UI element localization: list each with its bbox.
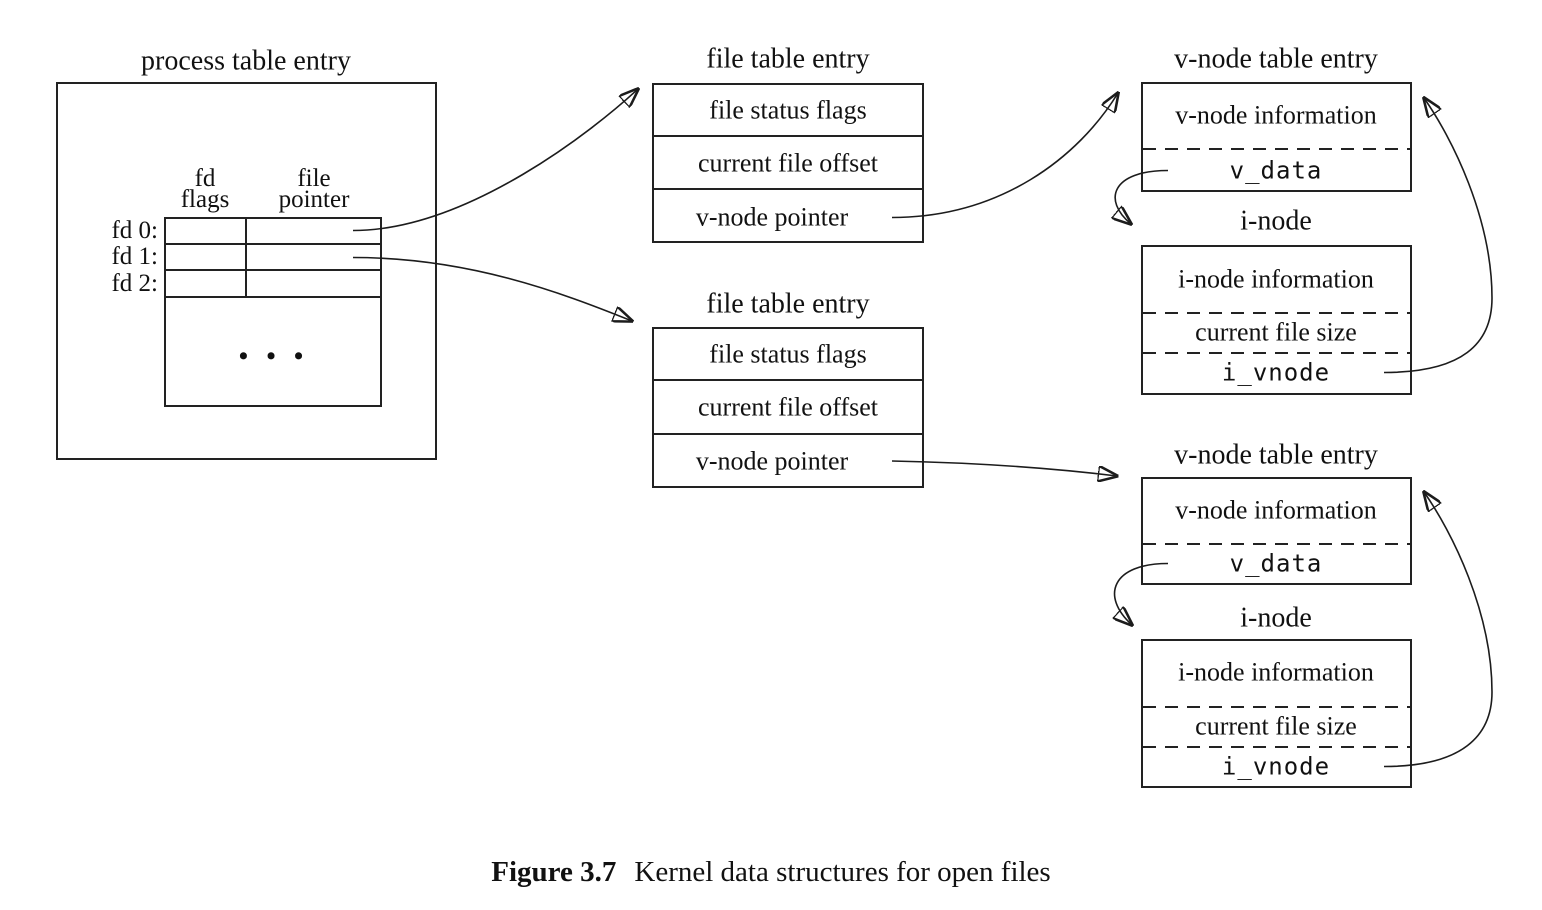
file-table-2-divider [652,433,924,435]
arrow-vnode-pointer-1-to-vnode-table-1 [891,93,1118,219]
vnode-table-1-dashed-divider [1143,148,1410,150]
inode-2-title: i-node [1240,602,1312,634]
inode-1-size: current file size [1195,317,1357,347]
file-table-1-divider [652,135,924,137]
file-table-1-row-status: file status flags [709,95,867,125]
fd-row-divider [164,296,382,298]
fd-table [164,217,382,407]
inode-1-title: i-node [1240,205,1312,237]
inode-1-info: i-node information [1178,264,1374,294]
inode-1-dashed-divider [1143,352,1410,354]
process-table-title: process table entry [141,45,351,77]
inode-2-dashed-divider [1143,746,1410,748]
file-pointer-header: file pointer [278,165,350,213]
fd-flags-header: fd flags [180,165,230,213]
arrow-vnode-pointer-2-to-vnode-table-2 [891,460,1117,476]
inode-2-ivnode: i_vnode [1221,752,1331,781]
fd-table-ellipsis: • • • [238,341,310,371]
vnode-table-1-info: v-node information [1175,100,1377,130]
inode-2-info: i-node information [1178,657,1374,687]
vnode-table-2-title: v-node table entry [1174,439,1378,471]
inode-1-ivnode: i_vnode [1221,358,1331,387]
file-table-2-divider [652,379,924,381]
vnode-table-1-title: v-node table entry [1174,43,1378,75]
vnode-table-2-info: v-node information [1175,495,1377,525]
figure-caption-text: Kernel data structures for open files [634,856,1051,888]
file-table-2-row-status: file status flags [709,339,867,369]
fd-row-label-0: fd 0: [111,216,158,244]
fd-column-divider [245,217,247,298]
fd-row-label-1: fd 1: [111,242,158,270]
file-pointer-header-line1: file [297,165,331,192]
file-table-1-row-offset: current file offset [698,148,878,178]
fd-row-divider [164,243,382,245]
fd-flags-header-line1: fd [194,165,216,192]
vnode-table-2-dashed-divider [1143,543,1410,545]
file-table-2-title: file table entry [706,288,870,320]
file-table-2-box [652,327,924,488]
fd-flags-header-line2: flags [180,186,230,213]
inode-2-size: current file size [1195,711,1357,741]
figure-caption: Figure 3.7 Kernel data structures for ope… [0,854,1542,890]
figure-caption-label: Figure 3.7 [491,856,617,888]
fd-row-divider [164,269,382,271]
file-table-1-row-vnode-pointer: v-node pointer [695,202,849,232]
fd-row-label-2: fd 2: [111,269,158,297]
file-table-2-row-vnode-pointer: v-node pointer [695,446,849,476]
vnode-table-2-vdata: v_data [1229,549,1323,578]
file-table-1-divider [652,188,924,190]
file-table-2-row-offset: current file offset [698,392,878,422]
vnode-table-1-vdata: v_data [1229,156,1323,185]
file-pointer-header-line2: pointer [278,186,350,213]
inode-2-dashed-divider [1143,706,1410,708]
file-table-1-title: file table entry [706,43,870,75]
inode-1-dashed-divider [1143,312,1410,314]
